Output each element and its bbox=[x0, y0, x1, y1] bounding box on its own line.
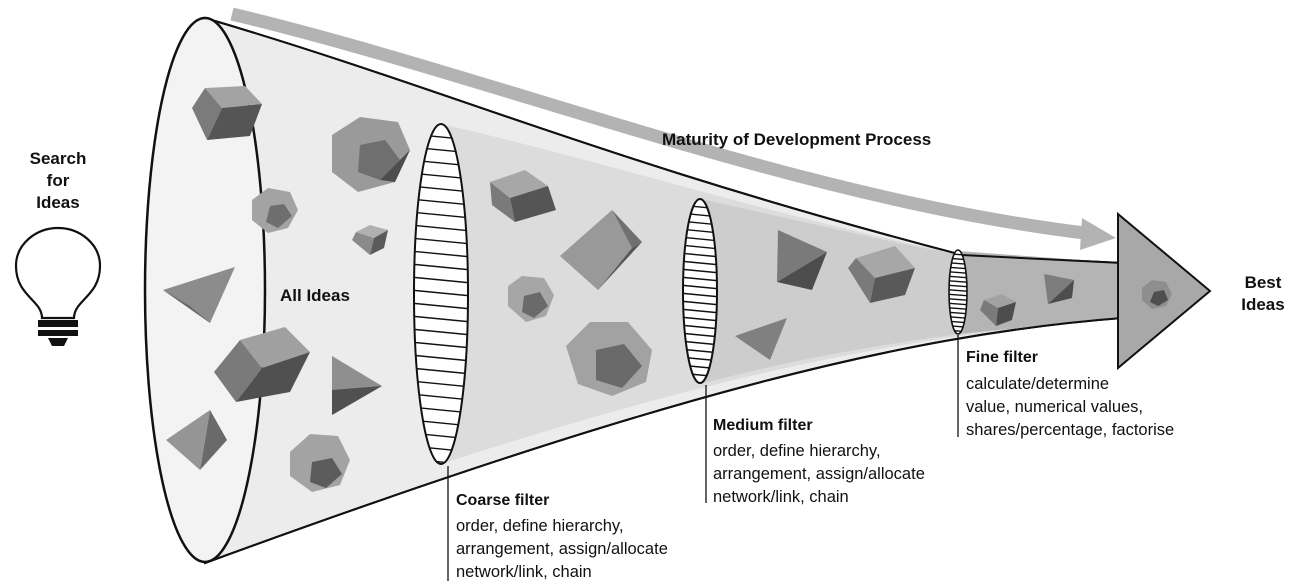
process-arrow-shaft bbox=[230, 7, 1094, 241]
idea-bottom-polyhedron-shape bbox=[290, 434, 350, 492]
coarse-filter-line-1: order, define hierarchy, bbox=[456, 517, 624, 535]
filter-hatch-line bbox=[414, 250, 468, 258]
filter-hatch-line bbox=[414, 263, 468, 271]
filter-hatch-line bbox=[414, 315, 468, 323]
all-ideas-label: All Ideas bbox=[280, 286, 350, 305]
process-arrow bbox=[230, 7, 1116, 250]
filter-hatch-line bbox=[414, 367, 468, 375]
search-label-line-3: Ideas bbox=[36, 193, 79, 212]
idea-small-polyhedron-shape bbox=[252, 188, 298, 233]
filter-hatch-line bbox=[414, 198, 468, 206]
filter-hatch-line bbox=[683, 252, 717, 258]
idea-small-cube-2-shape bbox=[980, 294, 1016, 326]
filter-hatch-line bbox=[683, 300, 717, 306]
filter-hatch-line bbox=[414, 302, 468, 310]
coarse-filter-title: Coarse filter bbox=[456, 492, 549, 509]
fine-filter-line-1: calculate/determine bbox=[966, 375, 1109, 393]
medium-filter-title: Medium filter bbox=[713, 417, 813, 434]
idea-tetra-shape bbox=[332, 356, 382, 415]
filter-hatch-line bbox=[414, 224, 468, 232]
filter-hatch-line bbox=[683, 316, 717, 322]
light-bulb-icon bbox=[14, 226, 102, 346]
filter-hatch-line bbox=[683, 260, 717, 266]
filter-hatch-line bbox=[683, 284, 717, 290]
coarse-filter-line-3: network/link, chain bbox=[456, 563, 592, 581]
search-label-line-1: Search bbox=[30, 149, 87, 168]
fine-filter-line-3: shares/percentage, factorise bbox=[966, 421, 1174, 439]
medium-filter-line-2: arrangement, assign/allocate bbox=[713, 465, 925, 483]
filter-hatch-line bbox=[683, 292, 717, 298]
medium-filter-line-1: order, define hierarchy, bbox=[713, 442, 881, 460]
medium-filter-label: Medium filter order, define hierarchy, a… bbox=[705, 385, 925, 506]
idea-tetra-2-shape bbox=[735, 318, 787, 360]
filter-hatch-line bbox=[414, 341, 468, 349]
filter-hatch-line bbox=[414, 211, 468, 219]
idea-octahedron-shape bbox=[166, 410, 227, 470]
idea-pyramid-shape bbox=[163, 267, 235, 323]
best-ideas-label-line-2: Ideas bbox=[1241, 295, 1284, 314]
idea-tiny-cube-shape bbox=[352, 225, 388, 255]
filter-hatch-line bbox=[414, 237, 468, 245]
funnel-bottom-edge bbox=[204, 317, 1123, 564]
idea-pyramid-2-shape bbox=[777, 230, 827, 290]
filter-hatch-line bbox=[414, 276, 468, 284]
process-arrow-label: Maturity of Development Process bbox=[662, 130, 931, 149]
filter-hatch-line bbox=[683, 268, 717, 274]
idea-small-tetra-shape bbox=[1044, 274, 1074, 304]
filter-hatch-line bbox=[414, 328, 468, 336]
idea-large-cube-shape bbox=[214, 327, 310, 402]
search-label-line-2: for bbox=[47, 171, 70, 190]
funnel-stage-fine bbox=[958, 251, 1122, 334]
idea-shapes bbox=[163, 86, 1172, 492]
idea-dodecahedron-shape bbox=[332, 117, 410, 192]
coarse-filter-label: Coarse filter order, define hierarchy, a… bbox=[447, 466, 668, 581]
fine-filter-line-2: value, numerical values, bbox=[966, 398, 1143, 416]
filter-hatch-line bbox=[414, 380, 468, 388]
filter-hatch-line bbox=[683, 324, 717, 330]
fine-filter-label: Fine filter calculate/determine value, n… bbox=[957, 335, 1174, 439]
medium-filter-line-3: network/link, chain bbox=[713, 488, 849, 506]
fine-filter-title: Fine filter bbox=[966, 349, 1038, 366]
idea-mid-small-polyhedron-shape bbox=[508, 276, 554, 322]
filter-hatch-line bbox=[683, 276, 717, 282]
idea-cube-shape bbox=[192, 86, 262, 140]
idea-mid-cube-shape bbox=[490, 170, 556, 222]
best-ideas-label-line-1: Best bbox=[1245, 273, 1282, 292]
filter-hatch-line bbox=[414, 289, 468, 297]
filter-hatch-line bbox=[683, 308, 717, 314]
funnel-top-edge bbox=[204, 17, 1123, 264]
coarse-filter-line-2: arrangement, assign/allocate bbox=[456, 540, 668, 558]
idea-cube-2-shape bbox=[848, 246, 915, 303]
process-arrow-head bbox=[1080, 218, 1116, 250]
best-idea-polyhedron-shape bbox=[1142, 280, 1172, 309]
idea-mid-large-polyhedron-shape bbox=[566, 322, 652, 396]
idea-mid-octahedron-shape bbox=[560, 210, 642, 290]
filter-hatch-line bbox=[414, 354, 468, 362]
